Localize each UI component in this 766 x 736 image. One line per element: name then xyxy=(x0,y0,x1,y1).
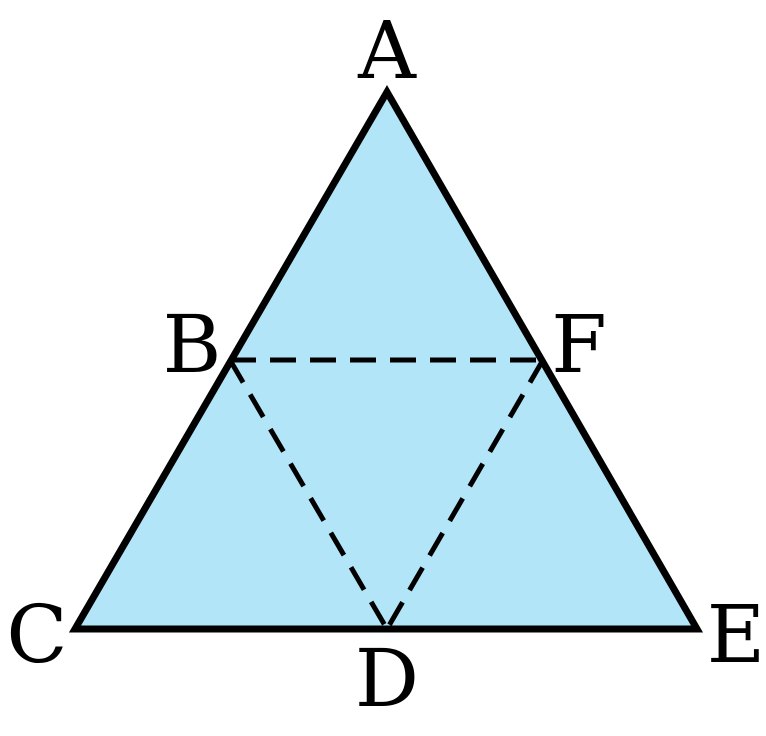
vertex-label-f: F xyxy=(551,298,607,391)
segment-fd xyxy=(384,358,546,631)
vertex-label-e: E xyxy=(707,588,765,681)
inner-triangle-bfd xyxy=(227,357,546,631)
segment-bd xyxy=(227,358,390,631)
vertex-label-b: B xyxy=(163,298,222,391)
vertex-label-c: C xyxy=(6,588,67,681)
vertex-label-a: A xyxy=(357,4,417,97)
vertex-label-d: D xyxy=(355,632,419,725)
